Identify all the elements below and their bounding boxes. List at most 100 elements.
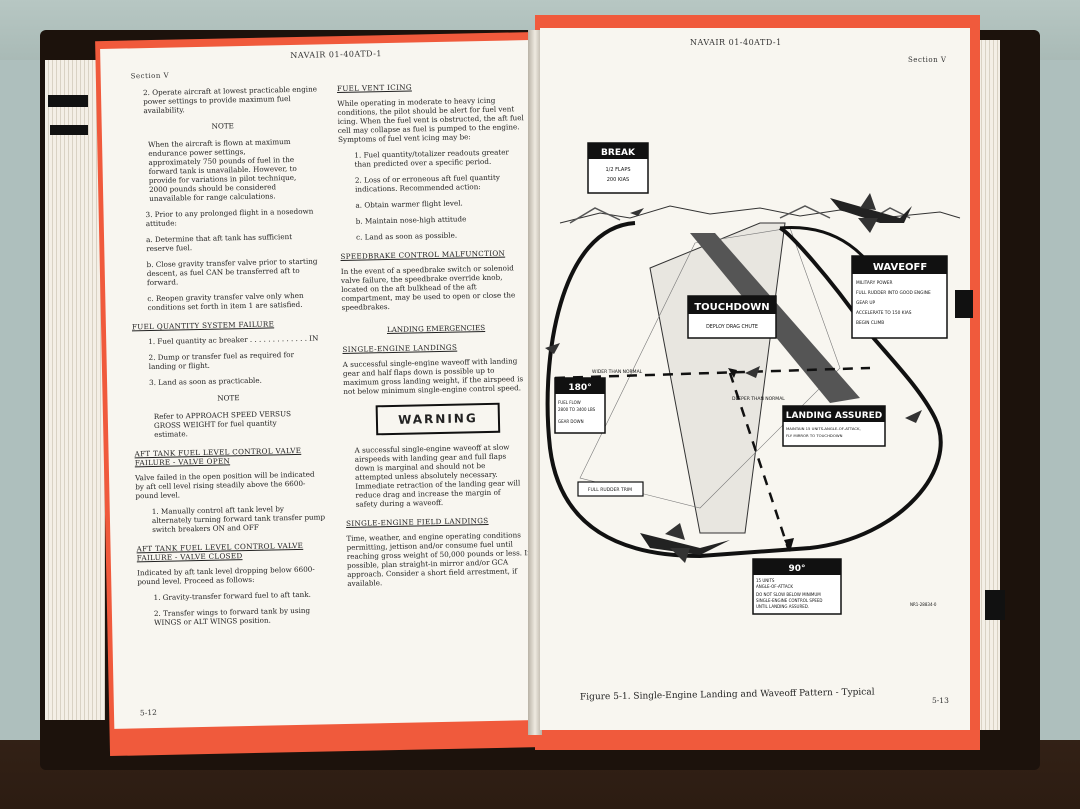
figure-code: NR1-28834-0 bbox=[910, 602, 937, 607]
paragraph: 1. Fuel quantity/totalizer readouts grea… bbox=[354, 147, 510, 169]
right-page-header: NAVAIR 01-40ATD-1 bbox=[690, 38, 782, 47]
right-page-section-label: Section V bbox=[908, 56, 947, 64]
paragraph: A successful single-engine waveoff with … bbox=[342, 356, 524, 396]
section-heading: SINGLE-ENGINE LANDINGS bbox=[342, 342, 458, 354]
90-line: UNTIL LANDING ASSURED. bbox=[756, 604, 809, 609]
paragraph: 1. Manually control aft tank level by al… bbox=[151, 504, 326, 535]
left-page-column-1: 2. Operate aircraft at lowest practicabl… bbox=[127, 84, 328, 634]
touchdown-title: TOUCHDOWN bbox=[694, 302, 769, 313]
wider-than-normal-label: WIDER THAN NORMAL bbox=[592, 369, 643, 375]
note-text: When the aircraft is flown at maximum en… bbox=[148, 137, 297, 204]
180-line: 2800 TO 3400 LBS bbox=[558, 407, 596, 412]
left-page-column-2: FUEL VENT ICING While operating in moder… bbox=[337, 70, 536, 595]
90-line: DO NOT SLOW BELOW MINIMUM bbox=[756, 592, 821, 597]
deeper-label: DEEPER THAN NORMAL bbox=[732, 396, 785, 402]
waveoff-title: WAVEOFF bbox=[873, 262, 927, 273]
right-page: NAVAIR 01-40ATD-1 Section V bbox=[540, 28, 970, 730]
paragraph: a. Obtain warmer flight level. bbox=[355, 198, 463, 210]
paragraph: b. Close gravity transfer valve prior to… bbox=[146, 256, 318, 288]
warning-text: A successful single-engine waveoff at sl… bbox=[354, 442, 521, 509]
break-callout: BREAK 1/2 FLAPS 200 KIAS bbox=[587, 142, 649, 194]
section-heading: SINGLE-ENGINE FIELD LANDINGS bbox=[345, 515, 489, 528]
aircraft-icon bbox=[745, 366, 760, 378]
horizon-line bbox=[559, 205, 961, 224]
paragraph: 2. Transfer wings to forward tank by usi… bbox=[153, 605, 311, 627]
index-tab bbox=[985, 590, 1005, 620]
rudder-trim-callout: FULL RUDDER TRIM bbox=[577, 481, 644, 497]
landing-assured-title: LANDING ASSURED bbox=[786, 411, 883, 421]
left-page-number: 5-12 bbox=[139, 707, 157, 718]
paragraph: 2. Loss of or erroneous aft fuel quantit… bbox=[354, 172, 500, 194]
rudder-trim-label: FULL RUDDER TRIM bbox=[588, 487, 632, 493]
180-line: FUEL FLOW bbox=[558, 400, 581, 405]
warning-box: WARNING bbox=[375, 402, 501, 436]
90-line: ANGLE-OF-ATTACK bbox=[756, 584, 793, 589]
note-text: Refer to APPROACH SPEED VERSUS GROSS WEI… bbox=[153, 409, 292, 439]
180-line: GEAR DOWN bbox=[558, 419, 584, 424]
airfield-grid bbox=[579, 227, 841, 509]
touchdown-callout: TOUCHDOWN DEPLOY DRAG CHUTE bbox=[687, 295, 777, 339]
waveoff-line: BEGIN CLIMB bbox=[856, 320, 884, 326]
landing-assured-line: MAINTAIN 15 UNITS-ANGLE-OF-ATTACK, bbox=[786, 426, 861, 431]
paragraph: 1. Gravity-transfer forward fuel to aft … bbox=[153, 589, 311, 603]
paragraph: 2. Dump or transfer fuel as required for… bbox=[148, 350, 295, 372]
index-tab bbox=[48, 95, 88, 107]
180-title: 180° bbox=[568, 383, 591, 393]
section-heading: AFT TANK FUEL LEVEL CONTROL VALVE FAILUR… bbox=[136, 540, 304, 563]
landing-assured-callout: LANDING ASSURED MAINTAIN 15 UNITS-ANGLE-… bbox=[782, 405, 886, 447]
index-tab bbox=[955, 290, 973, 318]
book-spine bbox=[528, 30, 542, 735]
runway bbox=[649, 222, 786, 534]
paragraph: 2. Operate aircraft at lowest practicabl… bbox=[142, 84, 318, 116]
aircraft-icon bbox=[640, 523, 730, 563]
paragraph: a. Determine that aft tank has sufficien… bbox=[146, 232, 293, 254]
break-title: BREAK bbox=[601, 148, 636, 158]
section-heading: LANDING EMERGENCIES bbox=[386, 323, 486, 335]
waveoff-line: FULL RUDDER INTO GOOD ENGINE bbox=[856, 290, 931, 296]
touchdown-line: DEPLOY DRAG CHUTE bbox=[706, 324, 758, 330]
paragraph: 3. Land as soon as practicable. bbox=[148, 375, 262, 388]
180-degree-callout: 180° FUEL FLOW 2800 TO 3400 LBS GEAR DOW… bbox=[554, 377, 606, 434]
90-title: 90° bbox=[788, 564, 805, 574]
paragraph: b. Maintain nose-high attitude bbox=[355, 214, 467, 226]
paragraph: c. Land as soon as possible. bbox=[355, 230, 458, 242]
waveoff-callout: WAVEOFF MILITARY POWER FULL RUDDER INTO … bbox=[851, 255, 948, 339]
90-degree-callout: 90° 15 UNITS ANGLE-OF-ATTACK DO NOT SLOW… bbox=[752, 558, 842, 615]
section-heading: FUEL VENT ICING bbox=[336, 82, 412, 94]
deeper-than-normal-line bbox=[728, 372, 790, 549]
break-line: 200 KIAS bbox=[607, 177, 629, 183]
section-heading: SPEEDBRAKE CONTROL MALFUNCTION bbox=[340, 248, 506, 262]
aircraft-icon bbox=[905, 410, 922, 423]
break-line: 1/2 FLAPS bbox=[605, 167, 630, 173]
note-heading: NOTE bbox=[217, 393, 240, 403]
aircraft-icon bbox=[545, 343, 560, 354]
arrow-head-icon bbox=[784, 538, 794, 552]
section-heading: FUEL QUANTITY SYSTEM FAILURE bbox=[131, 319, 275, 332]
90-line: 15 UNITS bbox=[756, 578, 775, 583]
paragraph: Valve failed in the open position will b… bbox=[134, 469, 315, 501]
section-heading: AFT TANK FUEL LEVEL CONTROL VALVE FAILUR… bbox=[134, 445, 302, 468]
paragraph: c. Reopen gravity transfer valve only wh… bbox=[147, 290, 304, 313]
waveoff-line: MILITARY POWER bbox=[856, 280, 893, 286]
landing-pattern-diagram: BREAK 1/2 FLAPS 200 KIAS WAVEOFF MILITAR… bbox=[545, 142, 961, 615]
paragraph: While operating in moderate to heavy ici… bbox=[337, 95, 524, 145]
left-page: NAVAIR 01-40ATD-1 Section V 2. Operate a… bbox=[100, 40, 545, 729]
paragraph: 1. Fuel quantity ac breaker . . . . . . … bbox=[148, 333, 319, 347]
left-page-section-label: Section V bbox=[130, 71, 170, 81]
paragraph: Time, weather, and engine operating cond… bbox=[346, 530, 530, 588]
page-edges-left bbox=[45, 60, 105, 720]
right-page-number: 5-13 bbox=[932, 696, 949, 705]
note-heading: NOTE bbox=[211, 121, 234, 131]
paragraph: Indicated by aft tank level dropping bel… bbox=[136, 564, 315, 587]
aircraft-icon bbox=[830, 193, 912, 233]
aircraft-icon bbox=[630, 208, 644, 216]
left-page-header: NAVAIR 01-40ATD-1 bbox=[290, 49, 383, 61]
waveoff-line: ACCELERATE TO 150 KIAS bbox=[856, 310, 912, 316]
index-tab bbox=[50, 125, 88, 135]
90-line: SINGLE-ENGINE CONTROL SPEED bbox=[756, 598, 823, 603]
paragraph: In the event of a speedbrake switch or s… bbox=[340, 263, 516, 313]
arrow-head-icon bbox=[728, 368, 737, 378]
waveoff-line: GEAR UP bbox=[856, 300, 875, 306]
paragraph: 3. Prior to any prolonged flight in a no… bbox=[145, 206, 314, 229]
landing-assured-line: FLY MIRROR TO TOUCHDOWN bbox=[786, 433, 843, 438]
